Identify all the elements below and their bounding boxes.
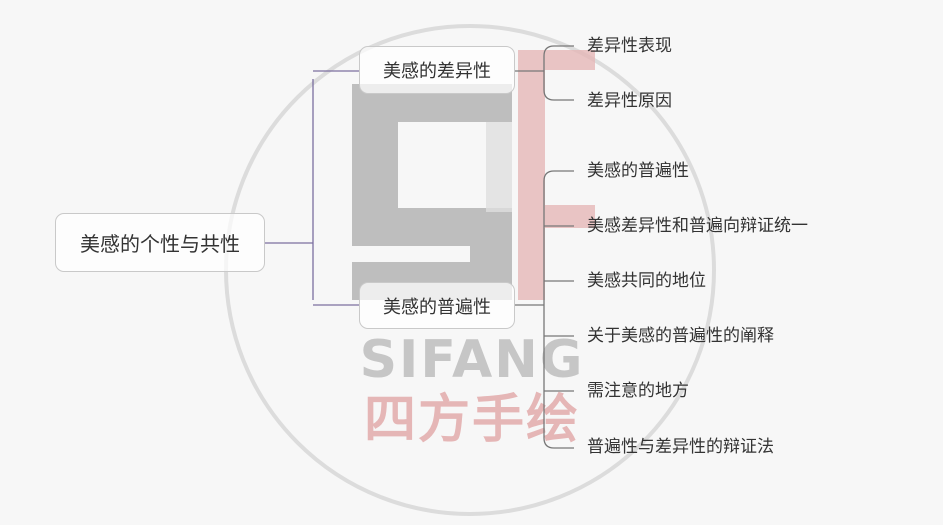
- leaf-node[interactable]: 美感差异性和普遍向辩证统一: [587, 216, 808, 236]
- leaf-node[interactable]: 需注意的地方: [587, 381, 689, 401]
- watermark-chinese: 四方手绘: [364, 390, 580, 450]
- watermark-logo: [352, 50, 595, 300]
- branch-node-diversity[interactable]: 美感的差异性: [359, 46, 515, 94]
- leaf-node[interactable]: 差异性表现: [587, 36, 672, 56]
- root-connectors: [265, 70, 359, 306]
- root-node[interactable]: 美感的个性与共性: [55, 213, 265, 272]
- leaf-node[interactable]: 美感的普遍性: [587, 161, 689, 181]
- watermark-latin: SIFANG: [360, 330, 585, 390]
- leaf-node[interactable]: 差异性原因: [587, 91, 672, 111]
- leaf-node[interactable]: 普遍性与差异性的辩证法: [587, 437, 774, 457]
- leaf-node[interactable]: 美感共同的地位: [587, 271, 706, 291]
- branch-connectors: [515, 45, 574, 449]
- branch-node-universality[interactable]: 美感的普遍性: [359, 282, 515, 329]
- leaf-node[interactable]: 关于美感的普遍性的阐释: [587, 326, 774, 346]
